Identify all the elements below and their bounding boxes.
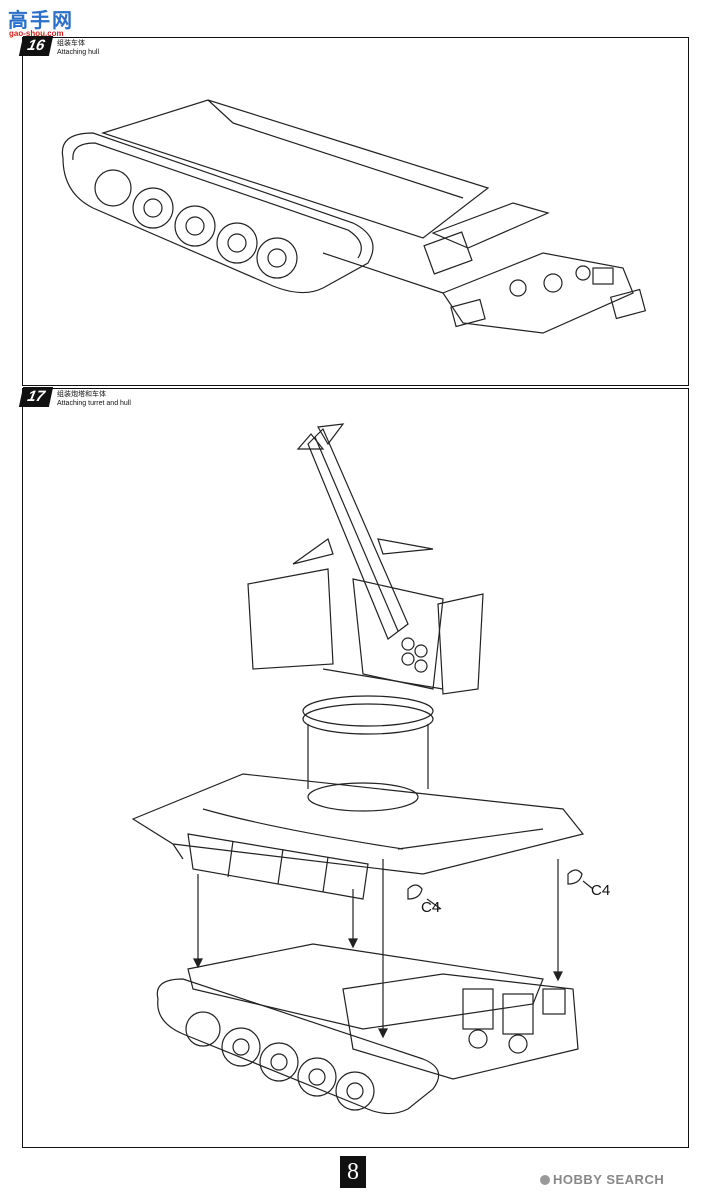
track (61, 132, 374, 294)
hobby-search-logo: HOBBY SEARCH (540, 1172, 664, 1187)
missile (292, 423, 434, 640)
step-title-en: Attaching turret and hull (57, 400, 131, 407)
upper-hull (131, 773, 585, 900)
watermark-url: gao-shou.com (9, 29, 64, 38)
c4-part (407, 869, 594, 910)
step-title-cn: 组装炮塔和车体 (57, 390, 106, 398)
road-wheel (132, 187, 174, 229)
part-label-c4: C4 (421, 899, 441, 916)
turret-ring (302, 695, 434, 727)
road-wheel (94, 169, 132, 207)
road-wheel (174, 205, 216, 247)
assembly-arrows (193, 859, 563, 1039)
step-title-en: Attaching hull (57, 49, 100, 56)
road-wheel (216, 222, 258, 264)
hull-assembly-drawing (61, 99, 647, 334)
watermark-logo: 高手网 gao-shou.com (6, 4, 96, 40)
watermark-chinese: 高手网 (8, 8, 74, 32)
step-title-cn: 组装车体 (57, 39, 85, 47)
page-number: 8 (340, 1156, 366, 1188)
launcher-frame (247, 568, 484, 695)
turret-hull-assembly-drawing (131, 423, 594, 1115)
rear-hull (442, 252, 634, 334)
track (156, 978, 440, 1115)
hobby-search-icon (540, 1175, 550, 1185)
part-label-c4: C4 (591, 882, 611, 899)
step-16-panel: 16 组装车体 Attaching hull (18, 36, 689, 386)
road-wheel (256, 237, 298, 279)
step-17-panel: 17 组装炮塔和车体 Attaching turret and hull (18, 387, 689, 1148)
step-title: 组装车体 Attaching hull (57, 39, 99, 57)
lower-hull (156, 943, 579, 1115)
hull-plate (101, 99, 490, 239)
step-title: 组装炮塔和车体 Attaching turret and hull (57, 390, 131, 408)
footer-brand: HOBBY SEARCH (553, 1172, 665, 1187)
